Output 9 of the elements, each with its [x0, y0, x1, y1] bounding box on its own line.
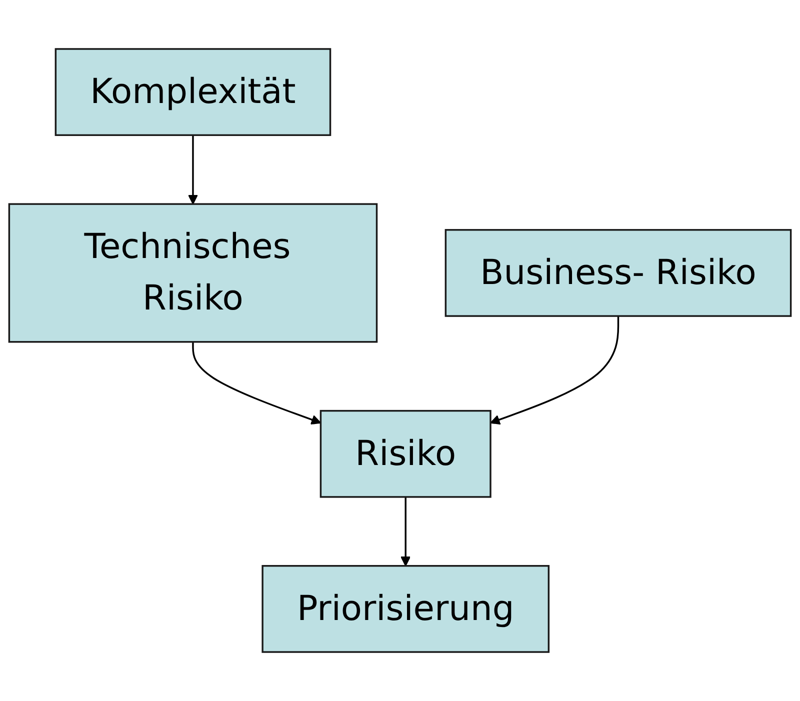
- arrow: [400, 496, 411, 566]
- node-box: Business- Risiko: [444, 229, 792, 317]
- arrow: [490, 316, 620, 425]
- node-box: Technisches Risiko: [8, 203, 378, 343]
- arrow: [188, 135, 198, 204]
- node-box: Priorisierung: [262, 565, 550, 653]
- arrow: [192, 342, 322, 425]
- node-box: Risiko: [320, 410, 492, 498]
- node-box: Komplexität: [54, 48, 332, 136]
